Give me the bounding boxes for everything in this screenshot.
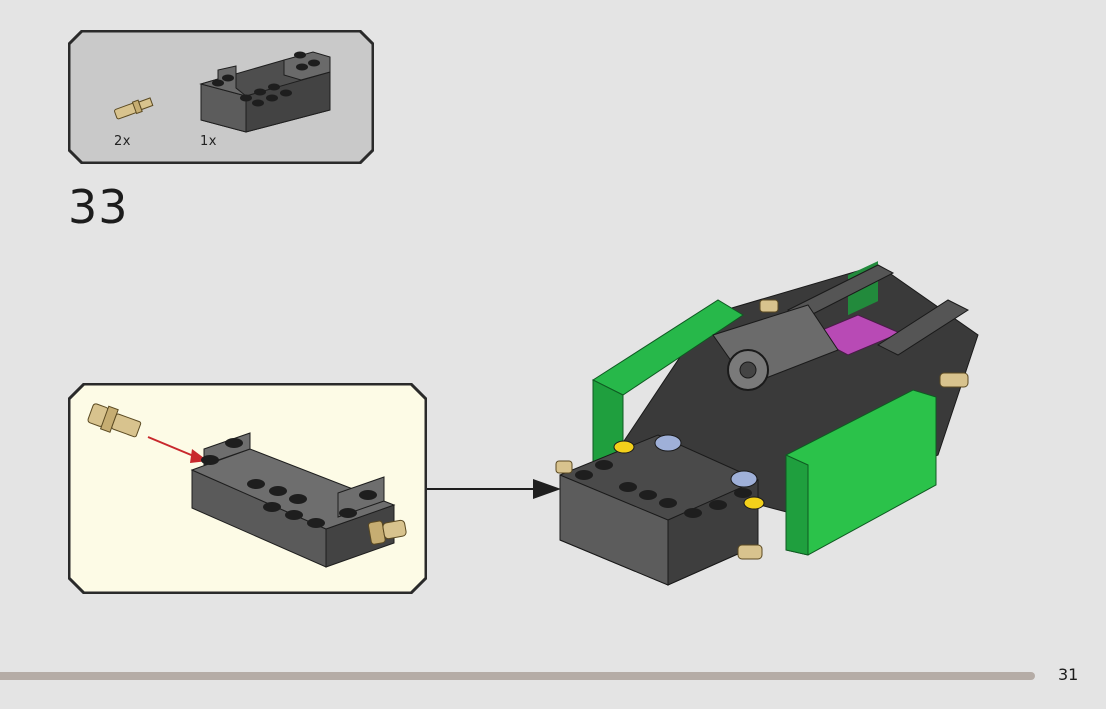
subassembly-frame [68, 383, 427, 594]
bracket-brick-part-icon [199, 51, 331, 133]
inserted-pin-icon [367, 519, 407, 545]
bracket-quantity: 1x [200, 134, 217, 149]
bracket-brick-icon [190, 432, 396, 568]
pin-quantity: 2x [114, 134, 131, 149]
model-illustration [548, 255, 988, 600]
step-number: 33 [68, 180, 129, 234]
axle-pin-part-icon [114, 97, 154, 120]
footer-bar [0, 672, 1035, 680]
car-chassis-drawing [555, 261, 979, 586]
callout-arrow [427, 479, 561, 499]
subassembly-callout [68, 383, 427, 594]
axle-pin-icon [87, 403, 142, 438]
page-number: 31 [1058, 665, 1079, 684]
parts-list-frame [68, 30, 374, 164]
parts-list-box: 2x 1x [68, 30, 374, 164]
